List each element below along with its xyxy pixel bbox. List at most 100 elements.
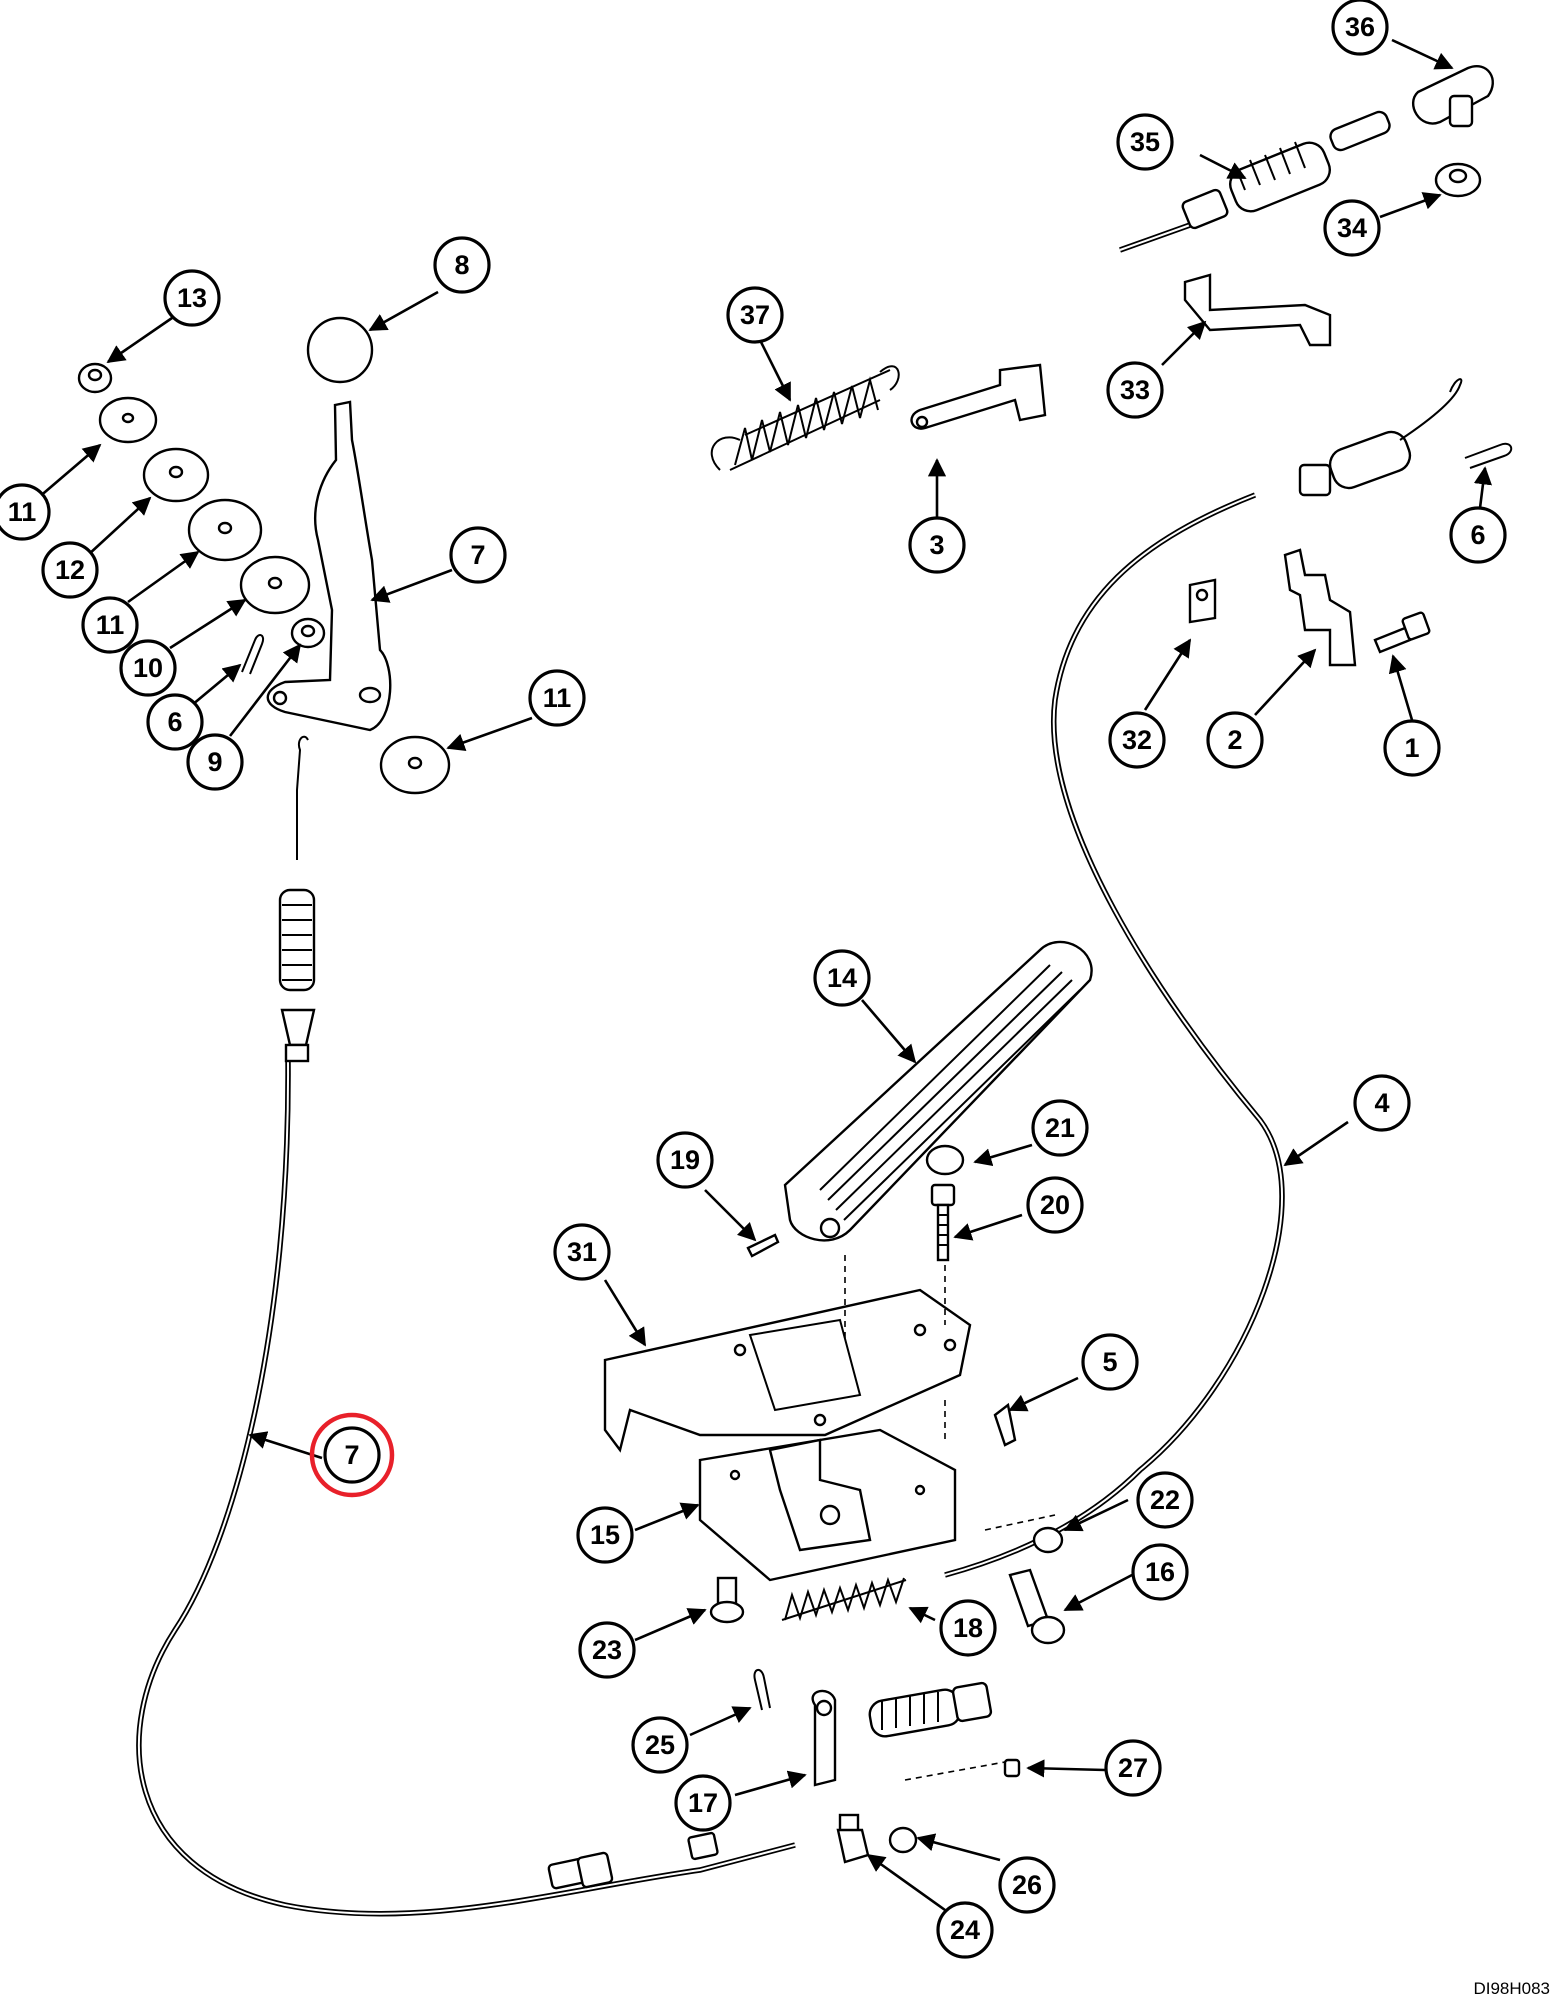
svg-text:11: 11 bbox=[8, 497, 37, 527]
callout-7[interactable]: 7 bbox=[323, 1426, 381, 1484]
leader-4 bbox=[1283, 1120, 1349, 1167]
svg-text:6: 6 bbox=[1470, 520, 1485, 550]
svg-text:3: 3 bbox=[929, 530, 944, 560]
callout-13[interactable]: 11 bbox=[0, 483, 51, 541]
nut-24 bbox=[1032, 1526, 1064, 1554]
leader-17 bbox=[634, 1502, 700, 1532]
callout-3[interactable]: 3 bbox=[908, 516, 966, 574]
callout-16[interactable]: 14 bbox=[813, 949, 871, 1007]
svg-text:12: 12 bbox=[55, 555, 85, 585]
svg-text:25: 25 bbox=[645, 1730, 675, 1760]
callout-11-right[interactable]: 11 bbox=[528, 669, 586, 727]
callout-20[interactable]: 18 bbox=[939, 1599, 997, 1657]
callout-6-left[interactable]: 6 bbox=[146, 693, 204, 751]
callout-9[interactable]: 9 bbox=[186, 733, 244, 791]
washer-11 bbox=[239, 555, 311, 615]
leader-2 bbox=[1254, 648, 1317, 716]
callout-4[interactable]: 4 bbox=[1353, 1074, 1411, 1132]
callout-21[interactable]: 19 bbox=[656, 1131, 714, 1189]
svg-text:15: 15 bbox=[590, 1520, 620, 1550]
callout-22[interactable]: 20 bbox=[1026, 1176, 1084, 1234]
lever-19 bbox=[811, 1689, 837, 1787]
leader-24 bbox=[1063, 1498, 1129, 1532]
leader-15 bbox=[106, 316, 173, 364]
callout-10[interactable]: 8 bbox=[433, 236, 491, 294]
callout-17[interactable]: 15 bbox=[576, 1506, 634, 1564]
leader-21 bbox=[704, 1189, 757, 1242]
callout-26[interactable]: 24 bbox=[936, 1901, 994, 1959]
callout-30[interactable]: 27 bbox=[1104, 1739, 1162, 1797]
callout-34[interactable]: 34 bbox=[1323, 199, 1381, 257]
ball-joint-36 bbox=[1412, 65, 1494, 128]
callout-36[interactable]: 36 bbox=[1331, 0, 1389, 56]
washer-13 bbox=[98, 396, 158, 444]
svg-text:11: 11 bbox=[96, 610, 125, 640]
clip-5 bbox=[993, 1402, 1017, 1447]
callout-2[interactable]: 2 bbox=[1206, 711, 1264, 769]
cap-23 bbox=[925, 1144, 965, 1176]
callout-27[interactable]: 25 bbox=[631, 1716, 689, 1774]
spring-37 bbox=[710, 365, 900, 471]
svg-text:5: 5 bbox=[1102, 1347, 1117, 1377]
callout-24[interactable]: 22 bbox=[1136, 1471, 1194, 1529]
callout-1[interactable]: 1 bbox=[1383, 719, 1441, 777]
leader-33 bbox=[1161, 320, 1207, 366]
nut-34 bbox=[1434, 162, 1482, 198]
svg-text:27: 27 bbox=[1118, 1753, 1148, 1783]
callout-8[interactable]: 7 bbox=[449, 526, 507, 584]
callout-15[interactable]: 13 bbox=[163, 269, 221, 327]
leader-9 bbox=[228, 643, 302, 737]
svg-text:10: 10 bbox=[133, 653, 163, 683]
callout-33[interactable]: 33 bbox=[1106, 361, 1164, 419]
leader-6-left bbox=[191, 663, 242, 706]
callout-23[interactable]: 21 bbox=[1031, 1099, 1089, 1157]
svg-text:21: 21 bbox=[1045, 1113, 1075, 1143]
svg-text:14: 14 bbox=[827, 963, 857, 993]
callout-19[interactable]: 17 bbox=[674, 1774, 732, 1832]
leader-11-right bbox=[446, 716, 533, 752]
pedal-16 bbox=[783, 940, 1093, 1242]
leader-20 bbox=[908, 1606, 936, 1624]
callout-37[interactable]: 37 bbox=[726, 286, 784, 344]
callout-35[interactable]: 35 bbox=[1116, 113, 1174, 171]
callout-18[interactable]: 16 bbox=[1131, 1543, 1189, 1601]
fitting-26 bbox=[836, 1813, 870, 1864]
bolt-1 bbox=[1373, 611, 1431, 654]
pin-6-left bbox=[241, 634, 265, 675]
callout-14[interactable]: 12 bbox=[41, 541, 99, 599]
leader-30 bbox=[1026, 1759, 1106, 1778]
clip-32 bbox=[1188, 578, 1217, 624]
callout-25[interactable]: 23 bbox=[578, 1621, 636, 1679]
svg-text:2: 2 bbox=[1227, 725, 1242, 755]
leader-8 bbox=[370, 568, 453, 603]
callout-11-left[interactable]: 10 bbox=[119, 639, 177, 697]
nut-15 bbox=[77, 362, 113, 394]
plate-31 bbox=[603, 1288, 972, 1453]
svg-text:32: 32 bbox=[1122, 725, 1152, 755]
leader-5 bbox=[1008, 1376, 1079, 1412]
leader-18 bbox=[1063, 1573, 1133, 1612]
leader-23 bbox=[973, 1143, 1033, 1167]
callout-12[interactable]: 11 bbox=[81, 596, 139, 654]
spring-20 bbox=[781, 1576, 907, 1622]
callout-31[interactable]: 31 bbox=[553, 1223, 611, 1281]
svg-text:36: 36 bbox=[1345, 12, 1375, 42]
callout-32[interactable]: 32 bbox=[1108, 711, 1166, 769]
pin-18 bbox=[1008, 1568, 1066, 1645]
pin-21 bbox=[746, 1233, 780, 1258]
svg-text:19: 19 bbox=[670, 1145, 700, 1175]
washer-14 bbox=[142, 447, 210, 503]
leader-12 bbox=[127, 550, 200, 604]
cable-4 bbox=[868, 378, 1463, 1738]
svg-text:26: 26 bbox=[1012, 1870, 1042, 1900]
svg-text:37: 37 bbox=[740, 300, 770, 330]
leader-6-right bbox=[1473, 466, 1492, 509]
callout-29[interactable]: 26 bbox=[998, 1856, 1056, 1914]
callout-5[interactable]: 5 bbox=[1081, 1333, 1139, 1391]
callout-6-right[interactable]: 6 bbox=[1449, 506, 1507, 564]
leader-31 bbox=[603, 1279, 647, 1347]
svg-text:23: 23 bbox=[592, 1635, 622, 1665]
pin-6-right bbox=[1464, 442, 1513, 469]
bolt-22 bbox=[930, 1183, 956, 1262]
bracket-3 bbox=[910, 363, 1047, 430]
